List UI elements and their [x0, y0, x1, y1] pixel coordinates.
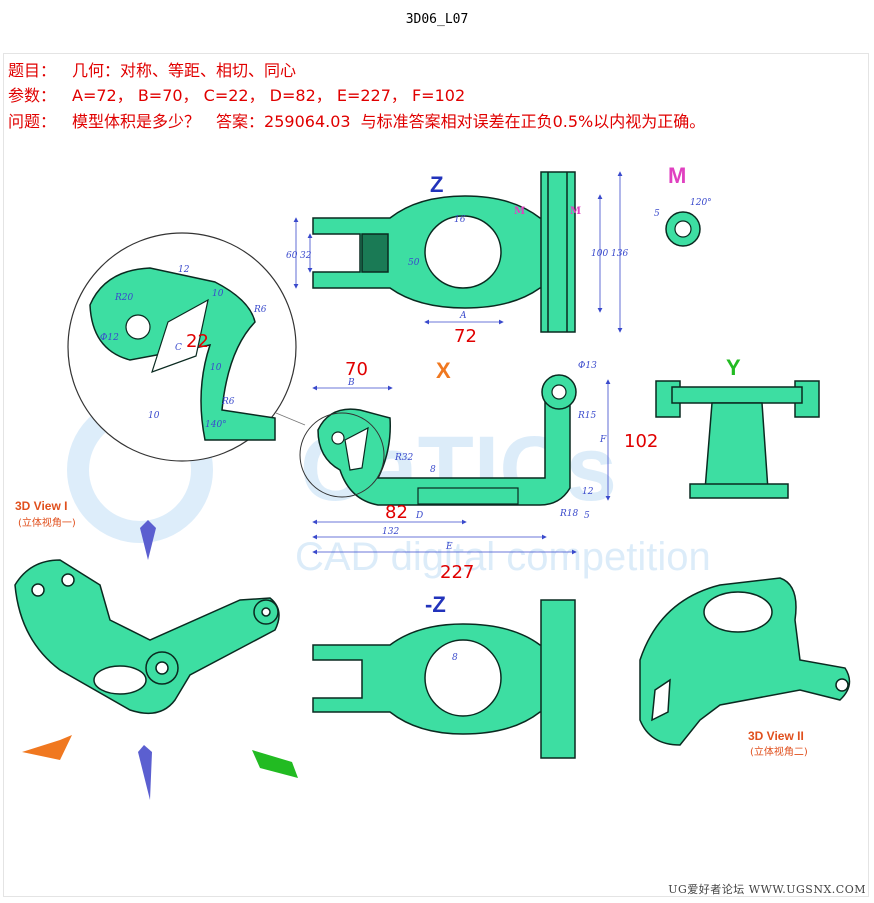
params-line: 参数： A=72， B=70， C=22， D=82， E=227， F=102 — [8, 82, 465, 106]
view-3d-ii: 3D View II (立体视角二) — [639, 577, 851, 758]
view-m-label: M — [668, 163, 686, 188]
view-3d-ii-label: 3D View II — [748, 729, 804, 743]
section-mark-2: M — [570, 206, 581, 217]
detail-dim-10a: 10 — [212, 289, 224, 299]
detail-dim-10c: 10 — [148, 411, 160, 421]
dim-8b: 8 — [452, 653, 458, 663]
dim-60: 60 — [286, 251, 298, 261]
parameter-values: 72 70 22 82 227 102 — [186, 326, 658, 583]
dim-100: 100 — [591, 249, 608, 259]
question-label: 问题： — [8, 112, 57, 131]
view-x-label: X — [436, 358, 451, 383]
dim-8a: 8 — [430, 465, 436, 475]
dim-F: F — [599, 435, 607, 445]
param-e-value: 227 — [440, 562, 474, 583]
question-line: 问题： 模型体积是多少？ 答案：259064.03 与标准答案相对误差在正负0.5%以… — [8, 108, 705, 132]
view-y-label: Y — [726, 355, 741, 380]
question-text: 模型体积是多少？ — [72, 112, 201, 131]
detail-dim-140deg: 140° — [205, 420, 227, 430]
view-z-label: Z — [430, 172, 443, 197]
dim-5b: 5 — [584, 511, 590, 521]
dim-136: 136 — [611, 249, 628, 259]
detail-dim-C: C — [175, 343, 182, 353]
dim-E: E — [445, 542, 453, 552]
dim-r15: R15 — [577, 411, 597, 421]
dim-B: B — [347, 378, 355, 388]
detail-dim-phi12: Φ12 — [100, 333, 119, 343]
params-label: 参数： — [8, 86, 57, 105]
document-title: 3D06_L07 — [405, 12, 469, 27]
axis-neg-z-arrow-icon — [138, 745, 152, 800]
dim-16: 16 — [454, 215, 466, 225]
content-panel — [3, 53, 869, 897]
dim-120deg: 120° — [690, 198, 712, 208]
params-text: A=72， B=70， C=22， D=82， E=227， F=102 — [72, 86, 466, 105]
view-x-dims: B Φ13 R15 F R32 8 12 5 D R18 132 E — [312, 361, 611, 555]
dim-r32: R32 — [394, 453, 414, 463]
view-x: X — [299, 358, 577, 506]
view-neg-z-label: -Z — [425, 592, 446, 617]
view-m: M 120° 5 — [654, 163, 712, 247]
tolerance-text: 与标准答案相对误差在正负0.5%以内视为正确。 — [360, 112, 706, 131]
dim-phi13: Φ13 — [578, 361, 597, 371]
view-neg-z: -Z 8 — [312, 592, 576, 759]
detail-dim-10b: 10 — [210, 363, 222, 373]
view-z-dims: 60 32 16 50 100 136 A M M — [286, 171, 628, 333]
answer-value: 259064.03 — [264, 112, 351, 131]
param-b-value: 70 — [345, 359, 368, 380]
dim-50: 50 — [408, 258, 420, 268]
axis-z-arrow-icon — [140, 520, 156, 560]
view-3d-i: 3D View I (立体视角一) — [14, 499, 298, 800]
view-3d-ii-label-cn: (立体视角二) — [750, 745, 808, 758]
view-3d-i-label-cn: (立体视角一) — [18, 516, 76, 529]
section-mark-1: M — [514, 206, 525, 217]
param-c-value: 22 — [186, 331, 209, 352]
detail-view: 12 10 R20 Φ12 R6 C 10 R6 140° 10 — [67, 232, 306, 462]
param-a-value: 72 — [454, 326, 477, 347]
answer-label: 答案： — [216, 112, 265, 131]
view-3d-i-label: 3D View I — [15, 499, 67, 513]
dim-D: D — [415, 511, 423, 521]
detail-dim-r6a: R6 — [253, 305, 267, 315]
axis-x-arrow-icon — [22, 735, 72, 760]
dim-132: 132 — [382, 527, 399, 537]
dim-12b: 12 — [582, 487, 594, 497]
detail-dim-12: 12 — [178, 265, 190, 275]
view-y: Y — [655, 355, 820, 499]
detail-dim-r20: R20 — [114, 293, 134, 303]
dim-A: A — [459, 311, 467, 321]
dim-5: 5 — [654, 209, 660, 219]
footer-site-text: UG爱好者论坛 WWW.UGSNX.COM — [668, 883, 866, 896]
watermark-text: CAD digital competition — [295, 535, 711, 579]
param-d-value: 82 — [385, 502, 408, 523]
axis-y-arrow-icon — [252, 750, 298, 778]
detail-dim-r6b: R6 — [221, 397, 235, 407]
topic-text: 几何：对称、等距、相切、同心 — [72, 61, 297, 80]
dim-r18: R18 — [559, 509, 579, 519]
dim-32: 32 — [300, 251, 312, 261]
view-z: Z — [312, 171, 576, 333]
topic-line: 题目： 几何：对称、等距、相切、同心 — [8, 57, 296, 81]
param-f-value: 102 — [624, 431, 658, 452]
topic-label: 题目： — [8, 61, 57, 80]
